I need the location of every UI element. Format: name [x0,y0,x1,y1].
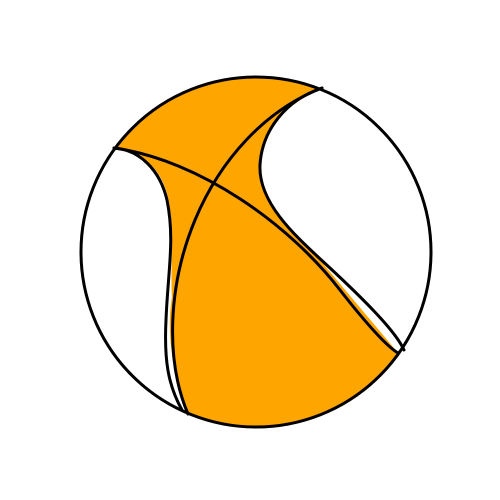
nodal-plane-1 [171,86,324,416]
beachball-outline [79,75,433,429]
compressional-lobe-lower [160,88,430,427]
auxiliary-curve-1 [112,146,184,412]
nodal-plane-2 [112,146,400,355]
auxiliary-curve-2 [258,86,406,352]
